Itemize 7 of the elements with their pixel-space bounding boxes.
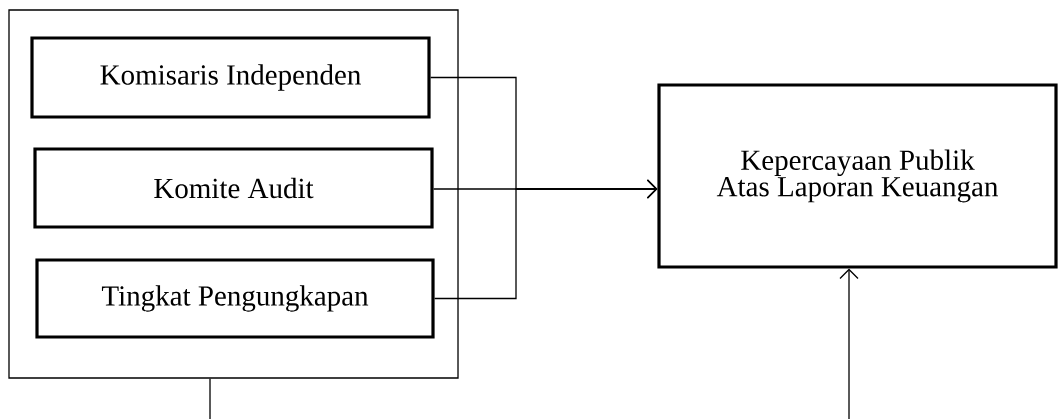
variable-box: Tingkat Pengungkapan (35, 258, 435, 339)
arrow (433, 179, 658, 300)
arrow (839, 268, 859, 419)
variable-box: Komisaris Independen (30, 36, 431, 119)
group-box (8, 9, 459, 379)
variable-box: Komite Audit (33, 147, 434, 229)
variable-box: Kepercayaan Publik Atas Laporan Keuangan (657, 83, 1058, 269)
